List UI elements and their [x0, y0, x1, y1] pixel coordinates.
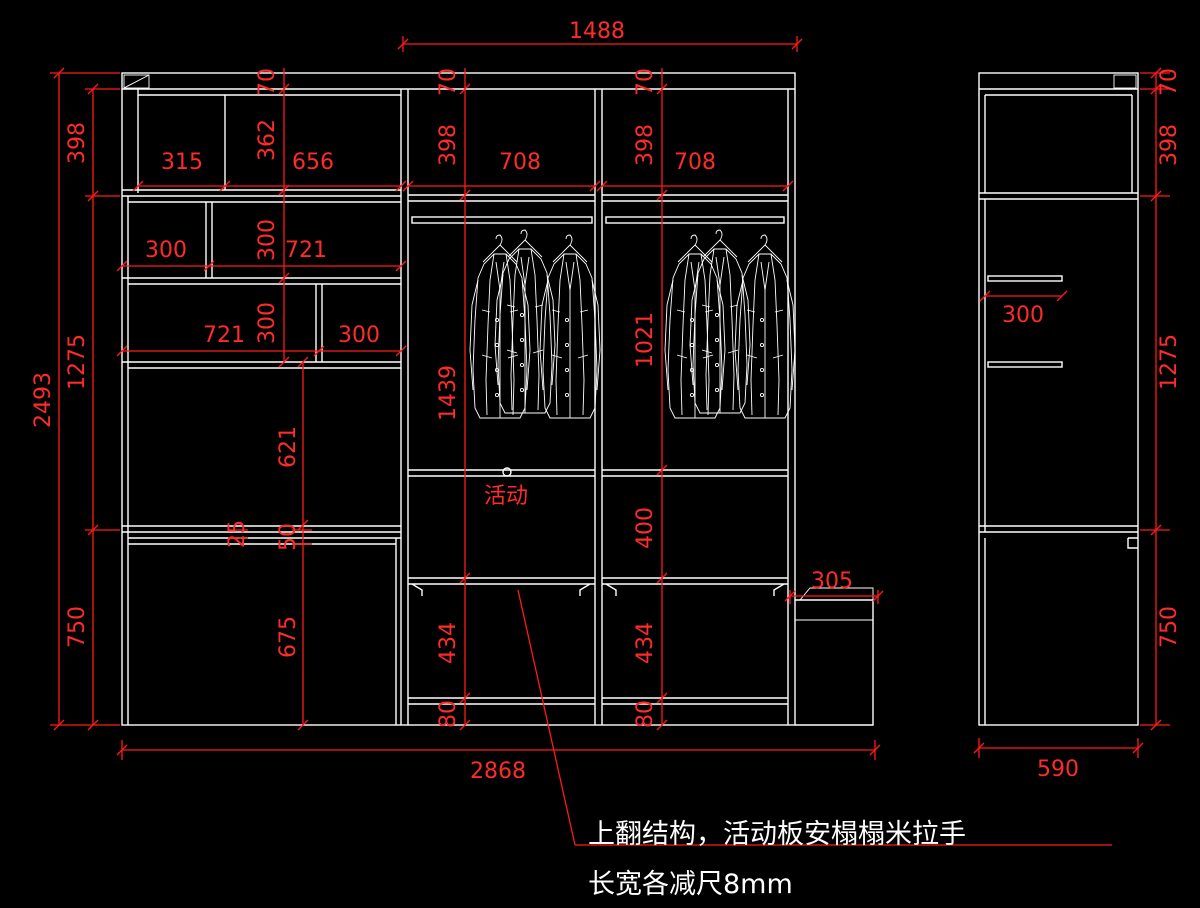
dimension-lines: [50, 36, 1170, 846]
dim-side-bottom-band: 750: [1157, 606, 1182, 648]
dim-c1-rail-a: 25: [225, 520, 250, 548]
dim-c3-top-h: 398: [633, 124, 658, 166]
dim-c1-r3-h: 300: [255, 302, 280, 344]
dim-c3-top-board: 70: [633, 68, 658, 96]
front-elevation: [121, 72, 874, 726]
dim-middle-band: 1275: [65, 334, 90, 390]
dim-c1-r3-w2: 300: [338, 323, 380, 348]
dim-overall-height: 2493: [31, 372, 56, 428]
dim-c2-top-h: 398: [436, 124, 461, 166]
note-line-1: 上翻结构，活动板安榻榻米拉手: [588, 819, 966, 850]
dim-top-band: 398: [65, 122, 90, 164]
dim-upper-width: 1488: [569, 19, 625, 44]
dim-c2-top-w: 708: [499, 150, 541, 175]
note-line-2: 长宽各减尺8mm: [588, 869, 793, 900]
dim-side-depth: 590: [1037, 757, 1079, 782]
dim-c2-hang-h: 1439: [436, 365, 461, 421]
dimension-labels: 2868 1488 2493 398 1275 750 70 315 362 6…: [31, 19, 1182, 784]
label-movable: 活动: [484, 484, 528, 509]
dim-side-middle-band: 1275: [1157, 334, 1182, 390]
dim-bottom-band: 750: [65, 606, 90, 648]
side-elevation: [978, 72, 1139, 726]
dim-c1-top-w1: 315: [161, 150, 203, 175]
dim-c1-top-h: 362: [255, 119, 280, 161]
dim-c1-rail-b: 50: [276, 523, 301, 551]
dim-c2-top-board: 70: [436, 68, 461, 96]
dim-c1-r2-h: 300: [255, 219, 280, 261]
dim-c3-shelf-h: 400: [633, 507, 658, 549]
dim-bench-width: 305: [811, 569, 853, 594]
dim-c2-base-h: 80: [436, 700, 461, 728]
dim-c1-top-board: 70: [255, 68, 280, 96]
dim-c1-top-w2: 656: [292, 150, 334, 175]
dim-c2-drawer-h: 434: [436, 622, 461, 664]
dim-c3-drawer-h: 434: [633, 622, 658, 664]
dim-side-top: 70: [1157, 68, 1182, 96]
dim-c1-r2-w2: 721: [285, 238, 327, 263]
dim-side-top-band: 398: [1157, 124, 1182, 166]
dim-c3-hang-h: 1021: [633, 312, 658, 368]
dim-overall-width: 2868: [470, 759, 526, 784]
dim-c1-r3-w1: 721: [203, 323, 245, 348]
dim-c1-door-h: 675: [276, 616, 301, 658]
dim-c3-base-h: 80: [633, 700, 658, 728]
dim-c1-open-h: 621: [276, 426, 301, 468]
dim-c3-top-w: 708: [674, 150, 716, 175]
dim-side-rail-depth: 300: [1002, 303, 1044, 328]
dim-c1-r2-w1: 300: [145, 238, 187, 263]
